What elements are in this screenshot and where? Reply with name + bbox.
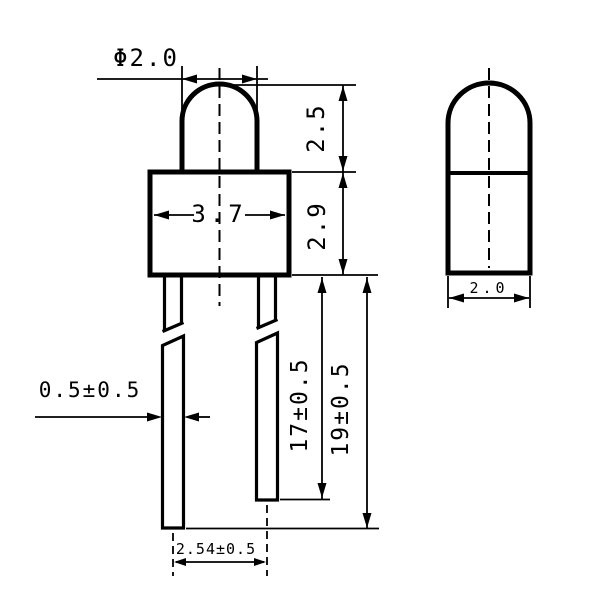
body-height-label: 2.9	[303, 201, 331, 250]
dim-long-lead: 19±0.5	[186, 277, 379, 530]
arrow-right-icon	[270, 210, 285, 220]
dim-body-height: 2.9	[292, 172, 378, 276]
body-width-label: 3.7	[191, 200, 246, 228]
arrow-right-icon	[514, 293, 529, 303]
dim-lead-thickness: 0.5±0.5	[35, 378, 210, 422]
arrow-left-icon	[174, 558, 186, 566]
arrow-right-icon	[254, 558, 266, 566]
lead-thickness-label: 0.5±0.5	[39, 378, 142, 402]
right-lead-upper	[255, 275, 279, 330]
arrow-right-icon	[242, 74, 257, 84]
dim-diameter: Φ2.0	[97, 44, 268, 116]
front-view	[147, 68, 292, 530]
diameter-label: Φ2.0	[113, 44, 179, 72]
dim-lead-pitch: 2.54±0.5	[172, 505, 268, 576]
arrow-up-icon	[338, 173, 348, 188]
led-body-outline	[147, 169, 292, 278]
side-view: 2.0	[445, 68, 533, 308]
lead-pitch-label: 2.54±0.5	[176, 540, 256, 558]
dim-diameter-extension-lines	[181, 66, 258, 116]
side-width-extension-lines	[447, 276, 531, 308]
arrow-up-icon	[317, 278, 327, 293]
left-lead-upper	[161, 275, 185, 333]
arrow-up-icon	[362, 278, 372, 293]
left-lead-lower	[160, 333, 186, 530]
arrow-down-icon	[338, 259, 348, 274]
arrow-left-icon	[182, 74, 197, 84]
side-width-label: 2.0	[469, 279, 508, 297]
arrow-left-icon	[449, 293, 464, 303]
dim-short-lead: 17±0.5	[280, 277, 330, 501]
side-outline	[445, 80, 533, 276]
arrow-right-icon	[147, 412, 162, 422]
led-dome-outline	[179, 81, 260, 174]
dome-height-label: 2.5	[302, 103, 330, 152]
arrow-down-icon	[362, 513, 372, 528]
arrow-down-icon	[317, 483, 327, 498]
arrow-left-icon	[184, 412, 199, 422]
arrow-down-icon	[338, 156, 348, 171]
dim-dome-height: 2.5	[222, 84, 356, 173]
long-lead-label: 19±0.5	[328, 361, 354, 456]
short-lead-label: 17±0.5	[287, 357, 313, 452]
arrow-up-icon	[338, 86, 348, 101]
dim-body-width: 3.7	[154, 200, 285, 228]
dim-side-width: 2.0	[447, 276, 531, 308]
arrow-left-icon	[154, 210, 169, 220]
right-lead-lower	[254, 330, 280, 502]
